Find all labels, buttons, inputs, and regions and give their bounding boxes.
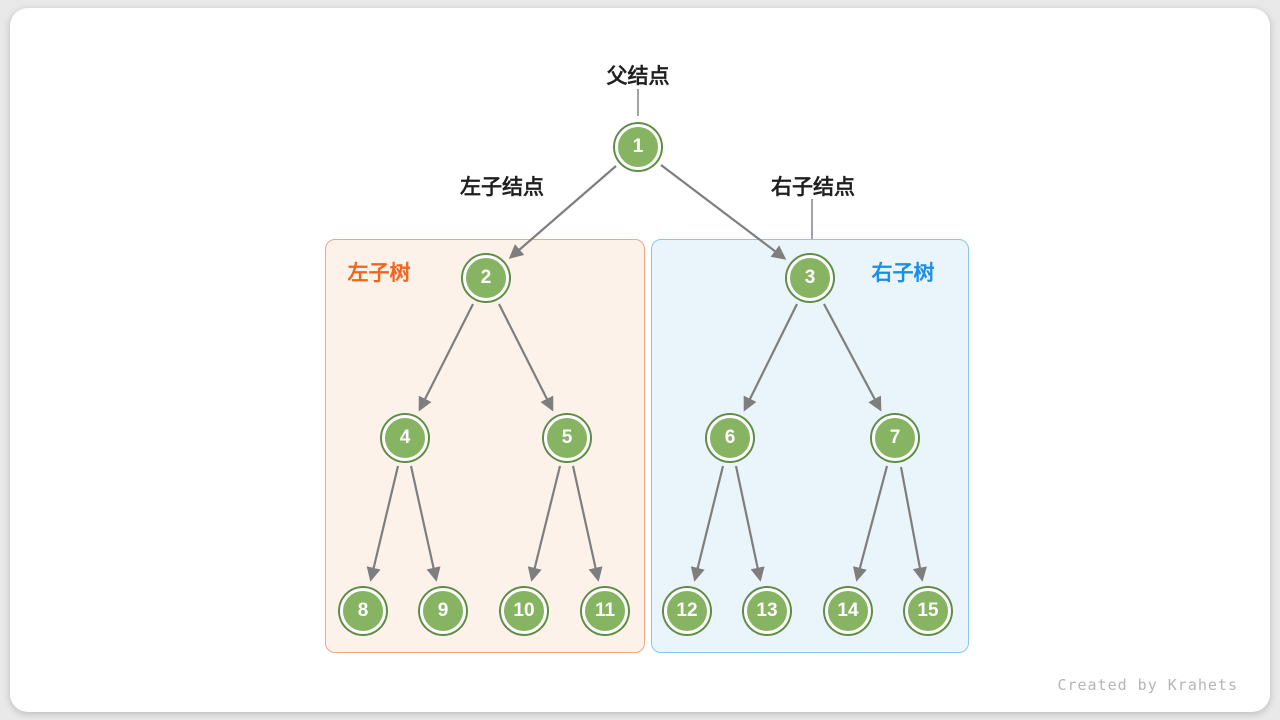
parent-node-label: 父结点 [606, 65, 670, 88]
tree-node-5: 5 [544, 415, 590, 461]
right-child-label: 右子结点 [771, 176, 855, 199]
tree-node-6: 6 [707, 415, 753, 461]
tree-node-7: 7 [872, 415, 918, 461]
left-subtree-box [325, 239, 645, 653]
tree-node-15: 15 [905, 588, 951, 634]
tree-node-8: 8 [340, 588, 386, 634]
tree-node-11: 11 [582, 588, 628, 634]
tree-node-12: 12 [664, 588, 710, 634]
tree-node-1: 1 [615, 124, 661, 170]
tree-node-3: 3 [787, 255, 833, 301]
tree-node-2: 2 [463, 255, 509, 301]
tree-node-4: 4 [382, 415, 428, 461]
tree-node-9: 9 [420, 588, 466, 634]
left-subtree-label: 左子树 [347, 262, 411, 285]
tree-node-10: 10 [501, 588, 547, 634]
tree-node-13: 13 [744, 588, 790, 634]
watermark: Created by Krahets [1057, 676, 1238, 694]
left-child-label: 左子结点 [460, 176, 544, 199]
tree-node-14: 14 [825, 588, 871, 634]
right-subtree-label: 右子树 [871, 262, 935, 285]
